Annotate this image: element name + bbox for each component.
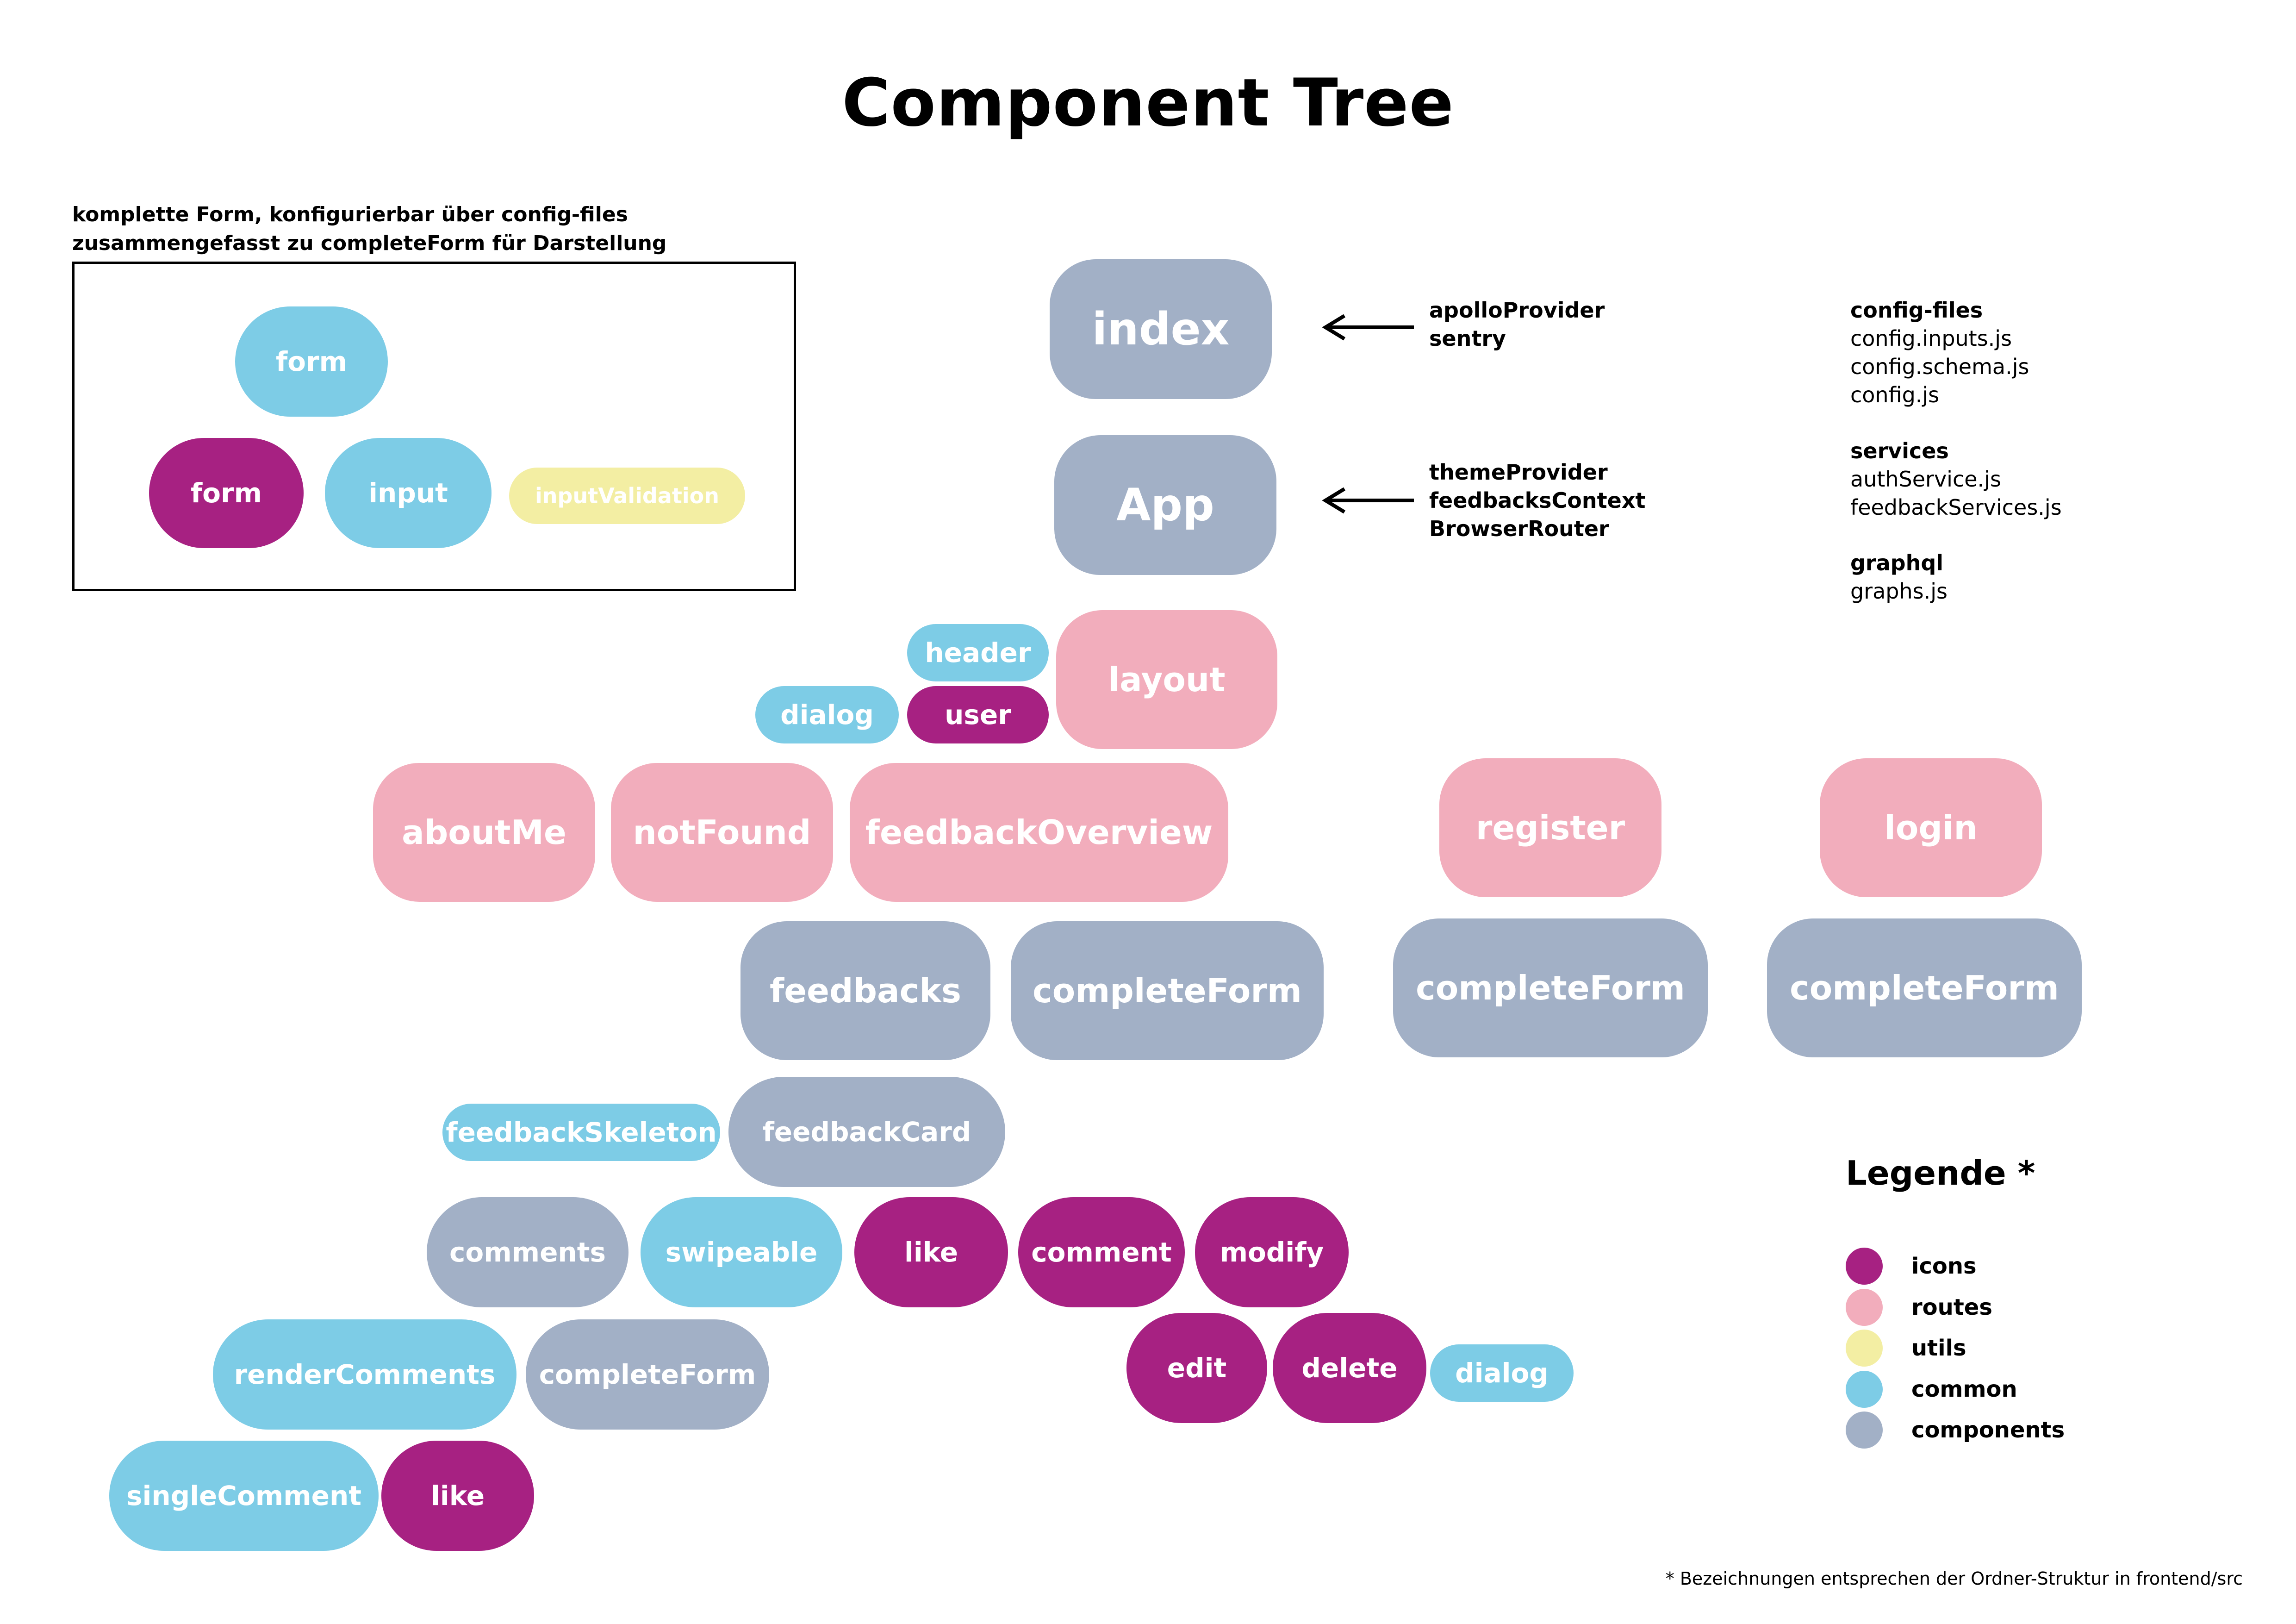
file-item: graphs.js [1850,579,1948,604]
node-comment: comment [1018,1197,1185,1307]
file-item: feedbackServices.js [1850,495,2062,520]
node-feedbackcard: feedbackCard [728,1077,1005,1187]
node-box-form-common: form [235,306,388,417]
node-feedbackoverview: feedbackOverview [850,763,1228,902]
form-box-caption-line-2: zusammengefasst zu completeForm für Dars… [72,231,667,255]
legend-item-icons: icons [1846,1248,1977,1285]
node-header: header [907,624,1049,681]
file-item: config.schema.js [1850,354,2029,379]
node-dialog-top: dialog [755,686,899,743]
legend-item-utils: utils [1846,1330,1966,1367]
form-box-caption: komplette Form, konfigurierbar über conf… [72,200,666,258]
node-completeform-4: completeForm [526,1319,769,1430]
node-index: index [1050,259,1272,399]
file-item: config.js [1850,382,1940,407]
file-item: authService.js [1850,467,2001,492]
legend-item-routes: routes [1846,1289,1992,1326]
file-group-heading: config-files [1850,298,1983,323]
node-dialog-bottom: dialog [1430,1344,1574,1402]
node-feedbackskeleton: feedbackSkeleton [442,1104,720,1161]
legend-item-common: common [1846,1371,2017,1408]
node-like-1: like [854,1197,1008,1307]
node-like-2: like [381,1441,534,1551]
node-completeform-2: completeForm [1393,918,1708,1057]
file-group-services: services authService.js feedbackServices… [1850,437,2062,522]
node-singlecomment: singleComment [109,1441,379,1551]
annotation-feedbackscontext: feedbacksContext [1429,488,1646,513]
node-feedbacks: feedbacks [740,921,990,1060]
annotation-browserrouter: BrowserRouter [1429,516,1609,541]
legend-dot [1846,1289,1883,1326]
node-edit: edit [1126,1313,1267,1423]
node-aboutme: aboutMe [373,763,595,902]
legend-dot [1846,1371,1883,1408]
form-box-caption-line-1: komplette Form, konfigurierbar über conf… [72,203,628,226]
node-comments: comments [427,1197,628,1307]
legend-label: icons [1911,1253,1977,1279]
node-box-input: input [325,438,492,548]
file-group-graphql: graphql graphs.js [1850,549,1948,606]
legend-label: components [1911,1417,2065,1443]
legend-label: utils [1911,1335,1966,1361]
node-completeform-3: completeForm [1767,918,2082,1057]
arrow-index-annotation [1322,314,1414,341]
app-annotation: themeProvider feedbacksContext BrowserRo… [1429,458,1646,543]
node-login: login [1820,758,2042,897]
legend-dot [1846,1248,1883,1285]
file-item: config.inputs.js [1850,326,2012,351]
node-swipeable: swipeable [641,1197,842,1307]
node-layout: layout [1056,610,1277,749]
footnote: * Bezeichnungen entsprechen der Ordner-S… [1665,1568,2243,1589]
node-rendercomments: renderComments [213,1319,516,1430]
file-group-heading: services [1850,438,1949,463]
form-box [72,262,796,591]
legend-title: Legende * [1846,1154,2035,1193]
annotation-apolloprovider: apolloProvider [1429,298,1605,323]
legend-item-components: components [1846,1412,2065,1449]
page-title: Component Tree [842,65,1454,141]
node-notfound: notFound [611,763,833,902]
legend-dot [1846,1330,1883,1367]
node-app: App [1054,435,1276,575]
node-user: user [907,686,1049,743]
node-completeform-1: completeForm [1011,921,1324,1060]
file-group-heading: graphql [1850,550,1944,575]
node-box-inputvalidation: inputValidation [509,468,745,524]
index-annotation: apolloProvider sentry [1429,296,1605,353]
file-group-config: config-files config.inputs.js config.sch… [1850,296,2029,409]
node-modify: modify [1195,1197,1349,1307]
legend-label: routes [1911,1294,1992,1320]
legend-dot [1846,1412,1883,1449]
node-delete: delete [1273,1313,1426,1423]
legend-label: common [1911,1376,2017,1402]
annotation-themeprovider: themeProvider [1429,460,1608,485]
arrow-app-annotation [1322,487,1414,514]
annotation-sentry: sentry [1429,326,1506,351]
node-register: register [1439,758,1661,897]
node-box-form-icon: form [149,438,304,548]
